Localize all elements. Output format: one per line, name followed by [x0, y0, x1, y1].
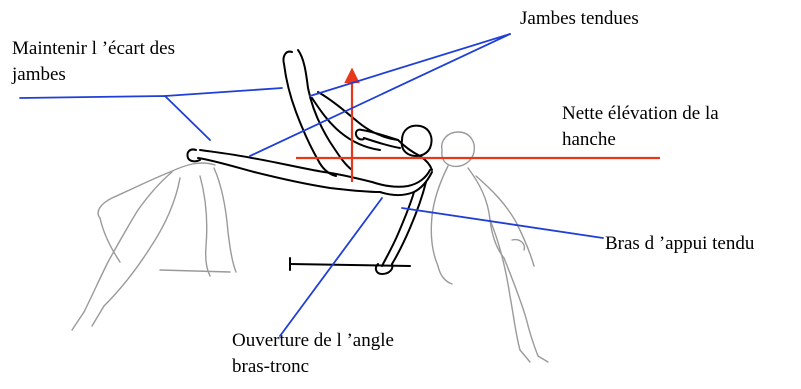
annotation-elevation-line2: hanche [562, 127, 719, 153]
pointer-angle [280, 198, 382, 336]
annotation-angle-line2: bras-tronc [232, 354, 394, 380]
pointer-jambes-tendues-1 [310, 34, 510, 96]
annotation-ecart-line1: Maintenir l ’écart des [12, 36, 175, 62]
pointer-ecart [20, 96, 210, 140]
annotation-ecart-jambes: Maintenir l ’écart des jambes [12, 36, 175, 88]
sketch-figure-right [431, 132, 548, 362]
arrow-head-icon [346, 70, 358, 82]
annotation-elevation-line1: Nette élévation de la [562, 101, 719, 127]
annotation-angle-line1: Ouverture de l ’angle [232, 328, 394, 354]
sketch-figure-left [72, 163, 236, 330]
annotation-ecart-line2: jambes [12, 62, 175, 88]
annotation-elevation-hanche: Nette élévation de la hanche [562, 101, 719, 153]
annotation-jambes-tendues: Jambes tendues [520, 6, 639, 32]
main-gymnast-figure [187, 50, 432, 274]
pointer-ecart-upper [165, 88, 282, 96]
annotation-angle-bras-tronc: Ouverture de l ’angle bras-tronc [232, 328, 394, 380]
annotation-bras-appui: Bras d ’appui tendu [605, 231, 754, 257]
